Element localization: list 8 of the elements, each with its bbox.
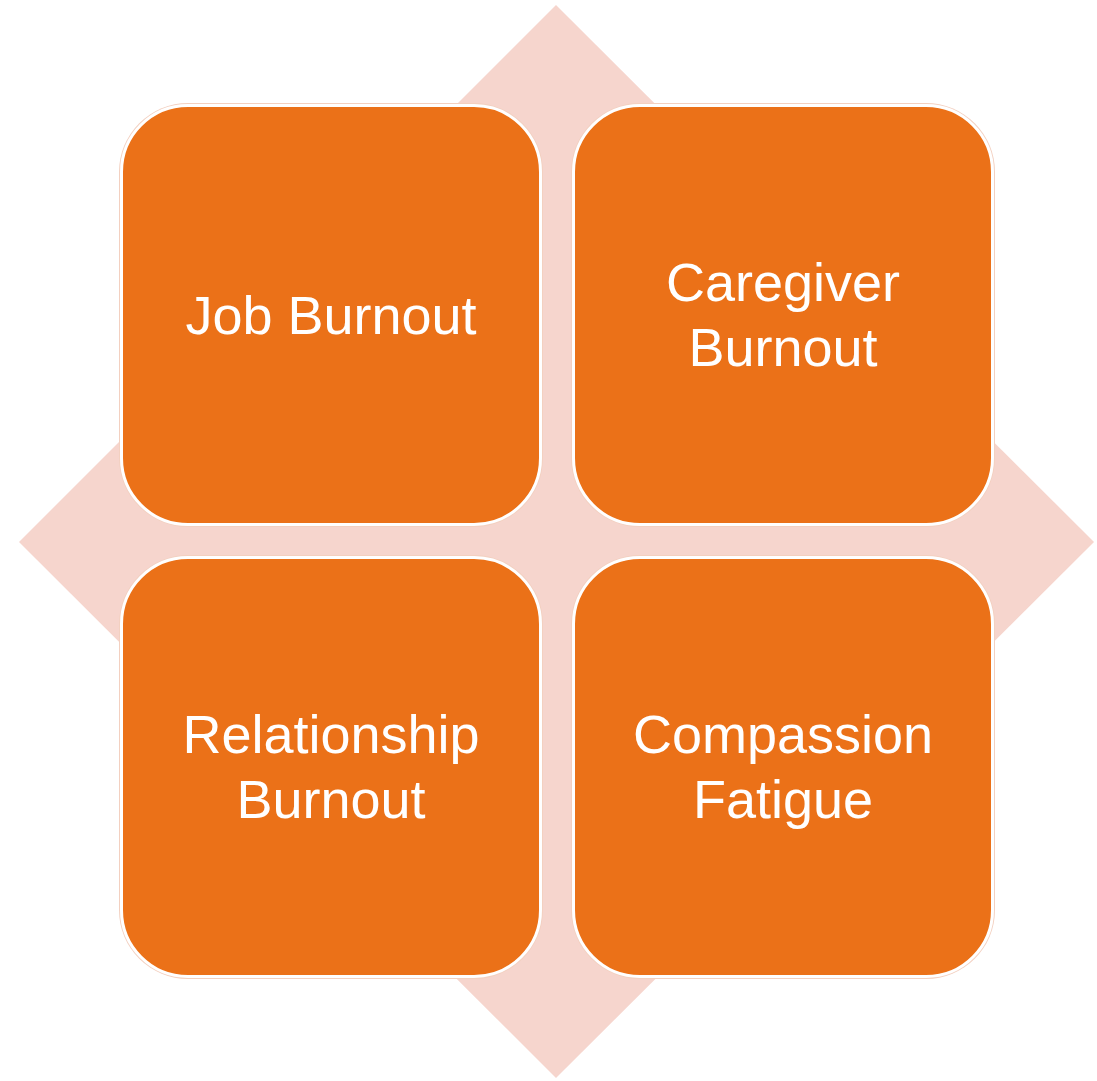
rounded-box <box>572 556 994 978</box>
rounded-box <box>572 104 994 526</box>
box-label: Compassion Fatigue <box>631 703 935 831</box>
rounded-box <box>120 104 542 526</box>
box-label: Caregiver Burnout <box>664 251 902 379</box>
box-label: Relationship Burnout <box>181 703 481 831</box>
box-label: Job Burnout <box>184 283 478 347</box>
rounded-box <box>120 556 542 978</box>
